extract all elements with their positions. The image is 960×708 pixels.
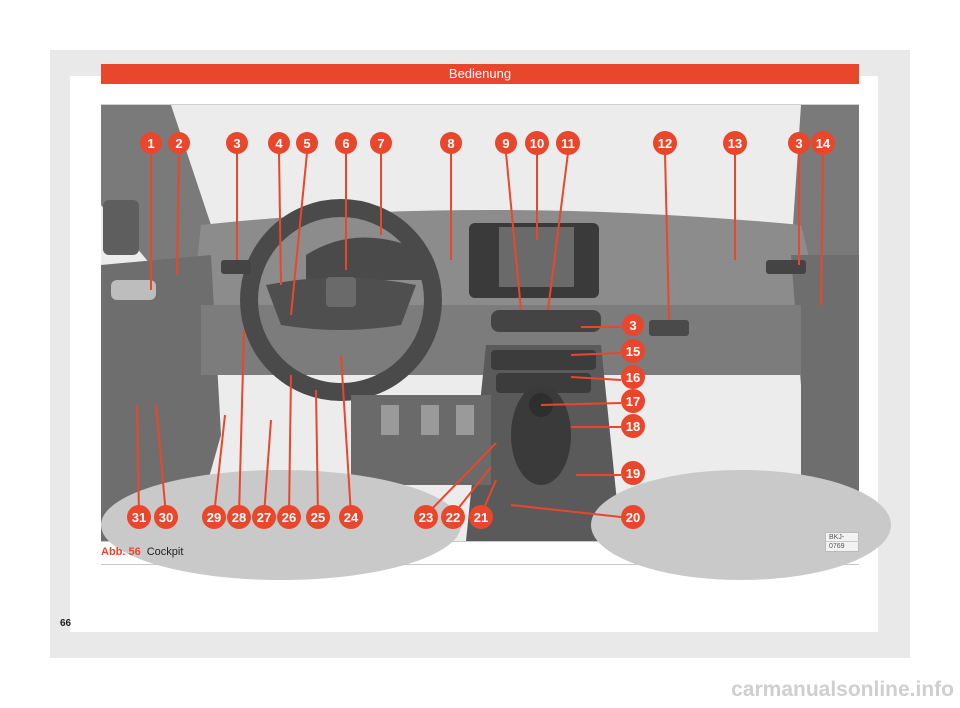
callout-14: 14 bbox=[811, 131, 835, 155]
callout-3: 3 bbox=[226, 132, 248, 154]
svg-text:26: 26 bbox=[282, 510, 296, 525]
page-number: 66 bbox=[60, 618, 72, 629]
svg-text:8: 8 bbox=[447, 136, 454, 151]
callout-28: 28 bbox=[227, 505, 251, 529]
cockpit-figure: 1 2 3 4 5 6 7 8 9 10 11 12 13 3 14 3 15 … bbox=[101, 104, 891, 580]
callout-8: 8 bbox=[440, 132, 462, 154]
svg-text:23: 23 bbox=[419, 510, 433, 525]
callout-11: 11 bbox=[556, 131, 580, 155]
svg-text:11: 11 bbox=[561, 136, 575, 151]
callout-1: 1 bbox=[140, 132, 162, 154]
callout-6: 6 bbox=[335, 132, 357, 154]
svg-text:5: 5 bbox=[303, 136, 310, 151]
callout-16: 16 bbox=[621, 365, 645, 389]
callout-12: 12 bbox=[653, 131, 677, 155]
callout-3-center: 3 bbox=[622, 314, 644, 336]
callout-leaders bbox=[136, 152, 824, 518]
svg-text:18: 18 bbox=[626, 419, 640, 434]
callout-18: 18 bbox=[621, 414, 645, 438]
svg-text:13: 13 bbox=[728, 136, 742, 151]
callout-10: 10 bbox=[525, 131, 549, 155]
svg-text:6: 6 bbox=[342, 136, 349, 151]
callout-27: 27 bbox=[252, 505, 276, 529]
svg-text:9: 9 bbox=[502, 136, 509, 151]
callout-30: 30 bbox=[154, 505, 178, 529]
watermark: carmanualsonline.info bbox=[731, 678, 954, 701]
svg-text:3: 3 bbox=[629, 318, 636, 333]
caption-text: Cockpit bbox=[146, 546, 184, 558]
callout-24: 24 bbox=[339, 505, 363, 529]
svg-text:14: 14 bbox=[816, 136, 831, 151]
callout-21: 21 bbox=[469, 505, 493, 529]
callout-19: 19 bbox=[621, 461, 645, 485]
callout-31: 31 bbox=[127, 505, 151, 529]
callout-4: 4 bbox=[268, 132, 290, 154]
svg-text:20: 20 bbox=[626, 510, 640, 525]
svg-text:31: 31 bbox=[132, 510, 146, 525]
figure-caption: Abb. 56 Cockpit bbox=[101, 546, 183, 558]
svg-text:16: 16 bbox=[626, 370, 640, 385]
callout-23: 23 bbox=[414, 505, 438, 529]
callout-29: 29 bbox=[202, 505, 226, 529]
svg-text:7: 7 bbox=[377, 136, 384, 151]
svg-text:25: 25 bbox=[311, 510, 325, 525]
svg-text:30: 30 bbox=[159, 510, 173, 525]
cockpit-illustration: 1 2 3 4 5 6 7 8 9 10 11 12 13 3 14 3 15 … bbox=[101, 105, 891, 580]
divider bbox=[101, 564, 859, 565]
callout-7: 7 bbox=[370, 132, 392, 154]
callout-26: 26 bbox=[277, 505, 301, 529]
svg-text:29: 29 bbox=[207, 510, 221, 525]
svg-text:15: 15 bbox=[626, 344, 640, 359]
svg-text:3: 3 bbox=[795, 136, 802, 151]
svg-text:2: 2 bbox=[175, 136, 182, 151]
callout-20: 20 bbox=[621, 505, 645, 529]
callout-2: 2 bbox=[168, 132, 190, 154]
svg-text:22: 22 bbox=[446, 510, 460, 525]
svg-text:19: 19 bbox=[626, 466, 640, 481]
callout-15: 15 bbox=[621, 339, 645, 363]
callout-9: 9 bbox=[495, 132, 517, 154]
svg-text:28: 28 bbox=[232, 510, 246, 525]
callout-25: 25 bbox=[306, 505, 330, 529]
callout-3-right: 3 bbox=[788, 132, 810, 154]
svg-text:4: 4 bbox=[275, 136, 283, 151]
svg-text:12: 12 bbox=[658, 136, 672, 151]
caption-label: Abb. 56 bbox=[101, 546, 141, 558]
svg-text:21: 21 bbox=[474, 510, 488, 525]
svg-text:24: 24 bbox=[344, 510, 359, 525]
svg-text:27: 27 bbox=[257, 510, 271, 525]
figure-code: BKJ-0769 bbox=[825, 532, 859, 552]
divider bbox=[101, 541, 859, 542]
svg-text:3: 3 bbox=[233, 136, 240, 151]
svg-text:10: 10 bbox=[530, 136, 544, 151]
callout-13: 13 bbox=[723, 131, 747, 155]
callout-17: 17 bbox=[621, 389, 645, 413]
section-header: Bedienung bbox=[101, 64, 859, 84]
svg-text:17: 17 bbox=[626, 394, 640, 409]
callout-5: 5 bbox=[296, 132, 318, 154]
callout-22: 22 bbox=[441, 505, 465, 529]
svg-text:1: 1 bbox=[147, 136, 154, 151]
